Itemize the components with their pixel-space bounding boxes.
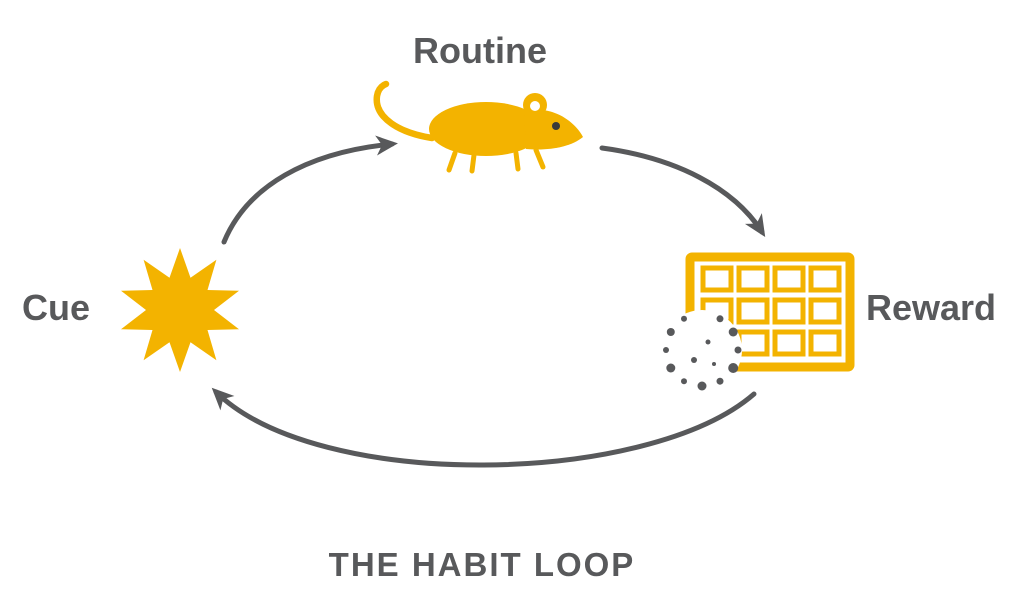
mouse-tail (373, 80, 436, 142)
mouse-body (429, 102, 543, 156)
starburst-icon (121, 248, 239, 372)
mouse-leg (533, 147, 546, 170)
arrow-routine-to-reward (599, 145, 766, 238)
reward-label: Reward (866, 287, 997, 328)
mouse-leg (513, 150, 521, 172)
mouse-leg (446, 150, 458, 173)
loop-arrows (211, 135, 766, 468)
mouse-icon (373, 80, 583, 174)
mouse-head (524, 109, 583, 150)
diagram-title: THE HABIT LOOP (328, 546, 636, 583)
mouse-eye (552, 122, 560, 130)
starburst-shape (121, 248, 239, 372)
cue-label: Cue (22, 287, 91, 328)
bite-crumbs (663, 315, 742, 391)
arrow-reward-to-cue (211, 387, 757, 468)
mouse-leg (469, 152, 477, 174)
bite-cutout (662, 310, 742, 390)
arrow-cue-to-routine (221, 135, 398, 245)
mouse-ear-inner (530, 101, 540, 111)
routine-label: Routine (413, 30, 547, 71)
bitten-chocolate-bar-icon (662, 252, 855, 391)
